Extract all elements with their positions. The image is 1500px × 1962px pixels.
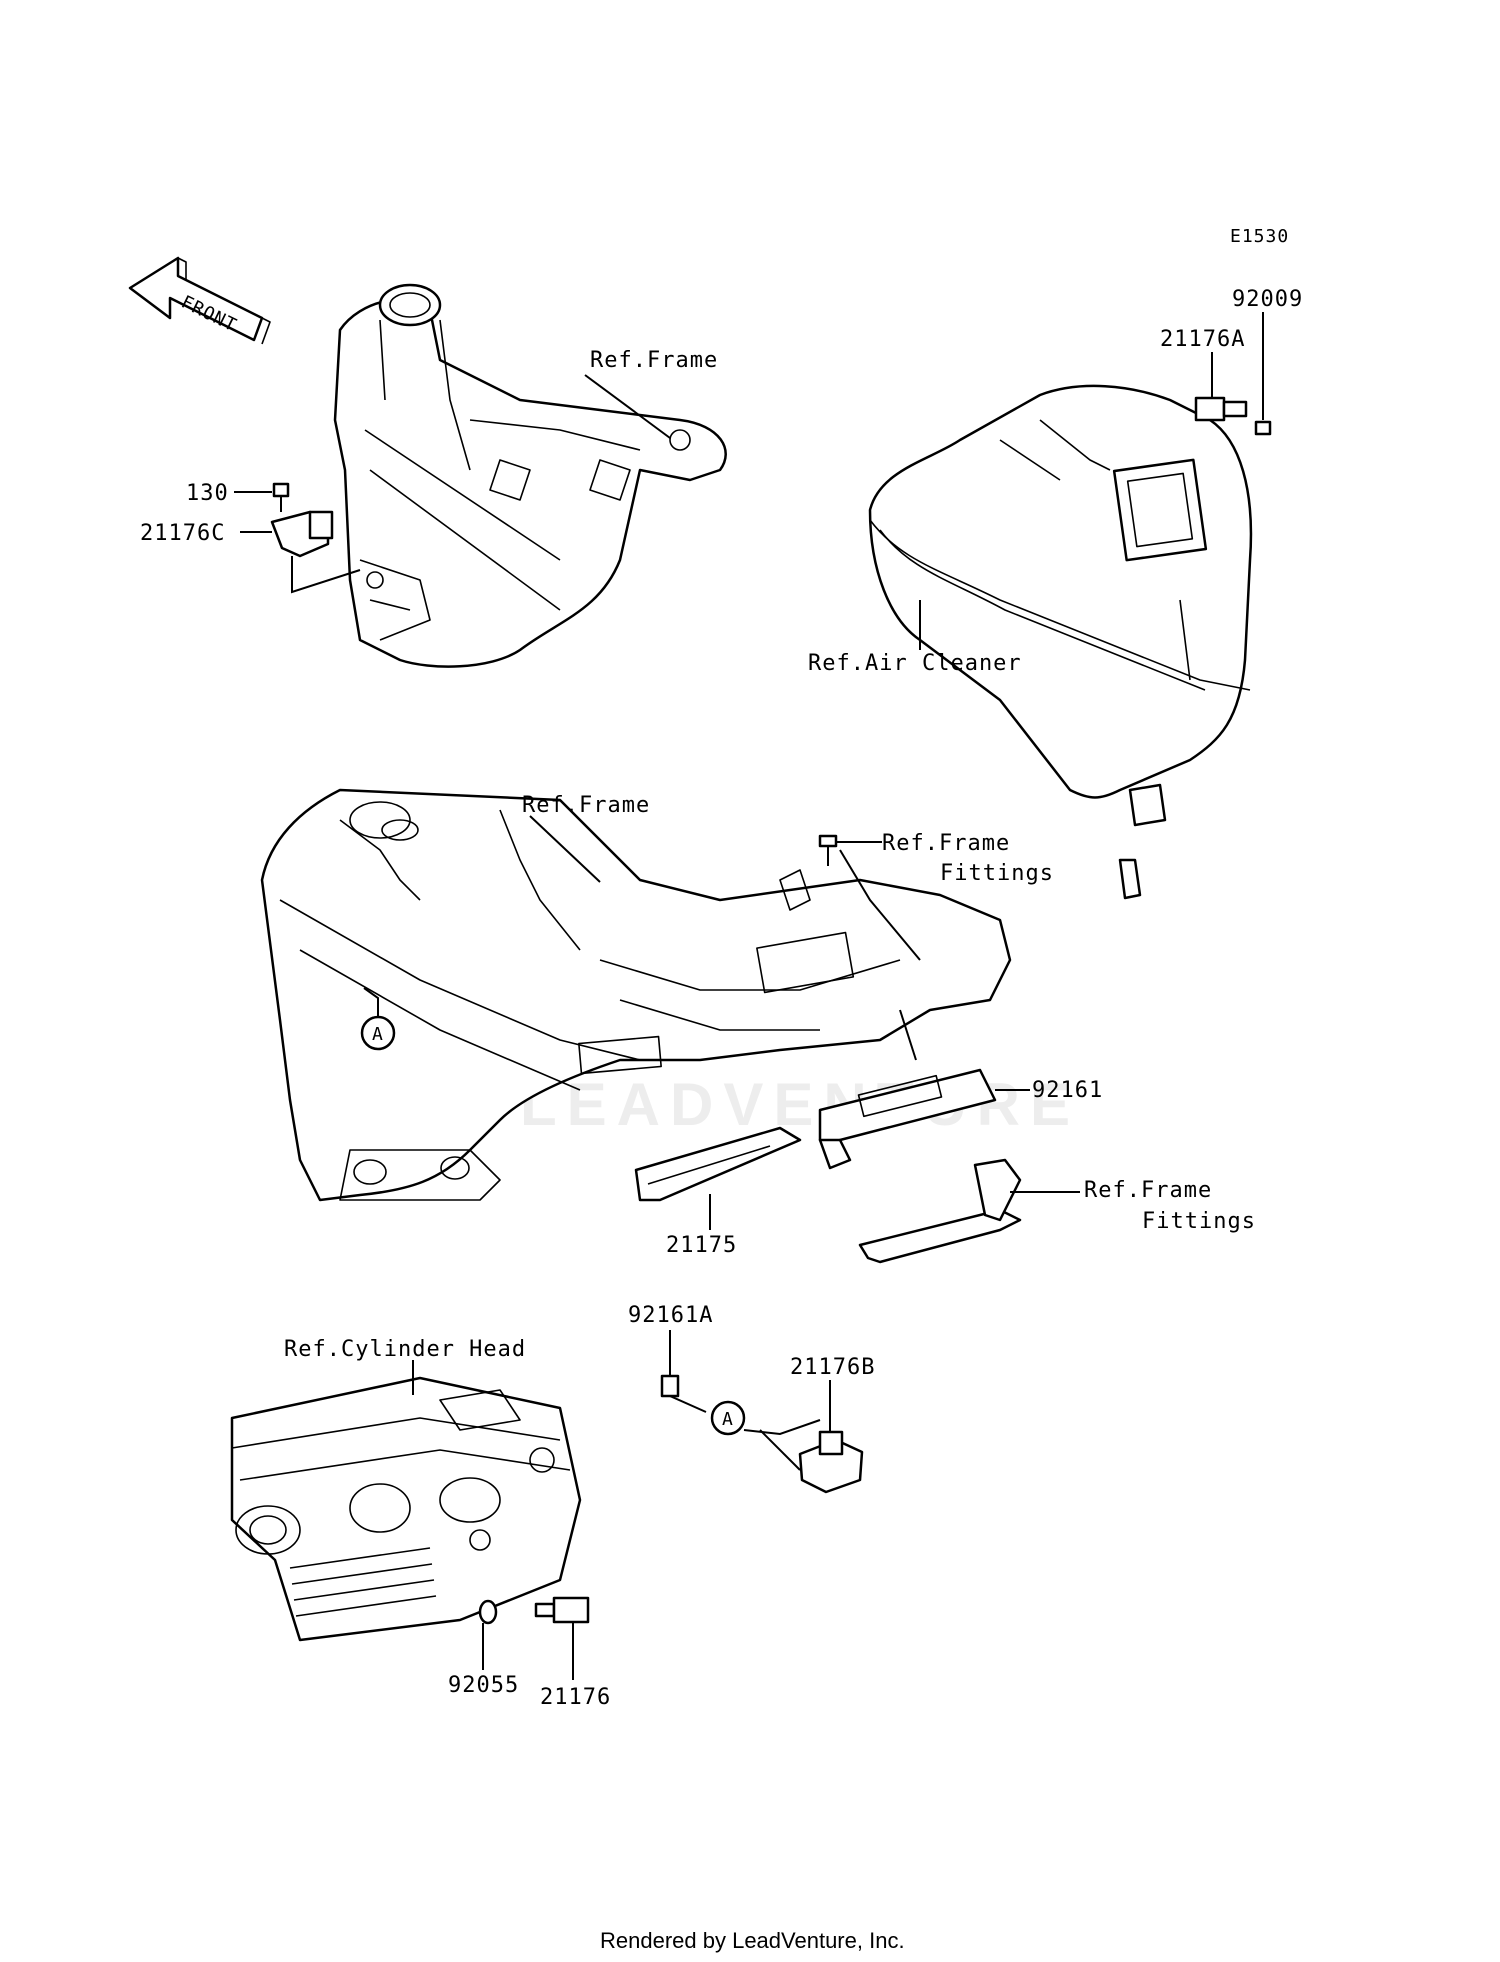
callout-ref-frame-fittings-2-line1: Ref.Frame	[1084, 1178, 1212, 1203]
frame-main-drawing	[260, 788, 1012, 1202]
part-number-21176C: 21176C	[140, 521, 225, 546]
part-21176A-temperature-sensor	[1194, 352, 1248, 422]
part-92161A-bolt	[660, 1330, 707, 1413]
part-number-21176A: 21176A	[1160, 327, 1245, 352]
marker-a-sensor-label: A	[722, 1409, 734, 1430]
part-number-92161: 92161	[1032, 1078, 1103, 1103]
marker-a-frame-label: A	[372, 1024, 384, 1045]
connector-marker-a-sensor: A	[710, 1400, 821, 1471]
part-21176B-pressure-sensor	[798, 1380, 864, 1494]
part-130-bolt	[234, 482, 290, 512]
frame-front-drawing	[333, 283, 727, 668]
footer-credit: Rendered by LeadVenture, Inc.	[600, 1928, 905, 1953]
part-21176C-pressure-sensor	[240, 510, 361, 594]
part-92055-washer	[478, 1599, 498, 1670]
part-21176-water-temperature-sensor	[534, 1596, 590, 1680]
watermark-text: LEADVENTURE	[520, 1071, 1080, 1138]
frame-fittings-bolt	[818, 834, 921, 961]
callout-ref-frame-fittings-1-line2: Fittings	[940, 861, 1054, 886]
part-number-21175: 21175	[666, 1233, 737, 1258]
part-92161-damper	[818, 1009, 1030, 1170]
part-number-92055: 92055	[448, 1673, 519, 1698]
callout-ref-frame-top: Ref.Frame	[590, 348, 718, 373]
callout-ref-cylinder-head: Ref.Cylinder Head	[284, 1337, 526, 1362]
part-number-21176: 21176	[540, 1685, 611, 1710]
part-number-21176B: 21176B	[790, 1355, 875, 1380]
callout-ref-frame-fittings-1-line1: Ref.Frame	[882, 831, 1010, 856]
part-number-130: 130	[186, 481, 229, 506]
front-direction-arrow-icon: FRONT	[128, 256, 271, 345]
frame-fittings-bracket	[858, 1158, 1080, 1264]
diagram-code: E1530	[1230, 226, 1289, 247]
part-21175-ecu	[634, 1126, 802, 1230]
callout-ref-air-cleaner: Ref.Air Cleaner	[808, 651, 1022, 676]
part-92009-screw	[1254, 312, 1272, 436]
part-number-92009: 92009	[1232, 287, 1303, 312]
cylinder-head-drawing	[230, 1360, 582, 1642]
part-number-92161A: 92161A	[628, 1303, 713, 1328]
callout-ref-frame-fittings-2-line2: Fittings	[1142, 1209, 1256, 1234]
callout-ref-frame-mid: Ref.Frame	[522, 793, 650, 818]
air-cleaner-drawing	[868, 384, 1253, 900]
connector-marker-a-frame: A	[360, 987, 396, 1051]
